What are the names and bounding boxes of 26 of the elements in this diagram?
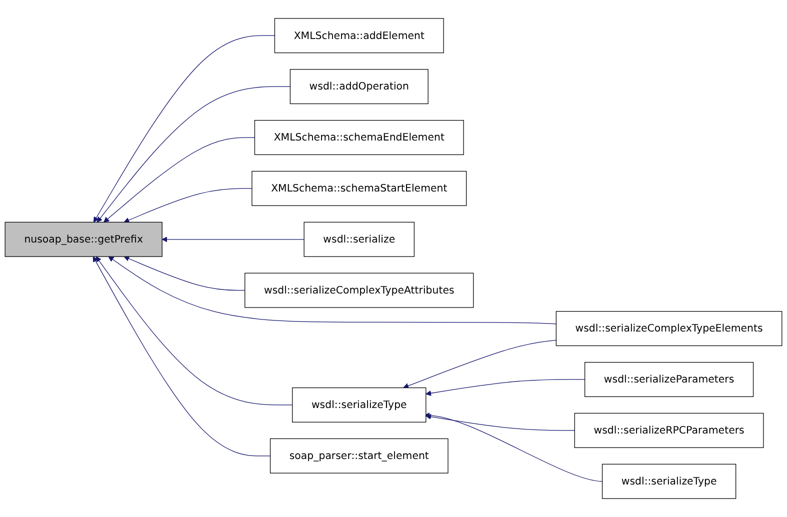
node-box: wsdl::serializeParameters [584, 362, 754, 397]
arrow [93, 35, 276, 222]
node-box: soap_parser::start_element [270, 438, 448, 474]
arrow [424, 412, 603, 482]
node-box: XMLSchema::schemaEndElement [254, 120, 464, 156]
node-box: XMLSchema::schemaStartElement [252, 170, 467, 206]
arrow [124, 256, 246, 291]
arrow [96, 86, 291, 222]
node-box: XMLSchema::addElement [274, 18, 444, 54]
arrow [426, 379, 586, 396]
node-box: wsdl::addOperation [290, 69, 428, 104]
node-box: wsdl::serializeRPCParameters [574, 412, 764, 448]
arrow [92, 256, 271, 456]
arrow [124, 188, 252, 223]
arrow [104, 137, 256, 222]
arrow [403, 340, 556, 389]
node-box: wsdl::serialize [304, 222, 415, 257]
arrow [108, 256, 556, 324]
node-box: nusoap_base::getPrefix [4, 222, 162, 257]
arrow [162, 236, 304, 242]
arrow [96, 256, 293, 406]
arrow [426, 414, 575, 431]
node-box: wsdl::serializeType [602, 464, 736, 499]
node-box: wsdl::serializeComplexTypeElements [556, 311, 782, 346]
node-box: wsdl::serializeComplexTypeAttributes [244, 272, 474, 308]
node-box: wsdl::serializeType [292, 387, 426, 422]
